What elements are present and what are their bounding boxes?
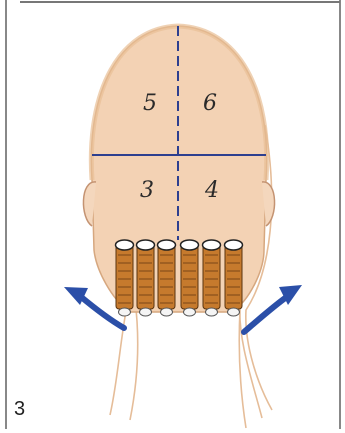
roller-2 (137, 240, 155, 316)
roller-6 (225, 240, 243, 316)
section-label-3: 3 (140, 180, 154, 202)
roller-1 (116, 240, 134, 316)
roller-5 (203, 240, 221, 316)
section-label-6: 6 (203, 93, 217, 115)
section-label-4: 4 (205, 180, 219, 202)
section-label-5: 5 (143, 93, 157, 115)
figure-number: 3 (14, 398, 25, 421)
roller-3 (158, 240, 176, 316)
right-direction-arrow-icon (244, 285, 302, 332)
roller-4 (181, 240, 199, 316)
